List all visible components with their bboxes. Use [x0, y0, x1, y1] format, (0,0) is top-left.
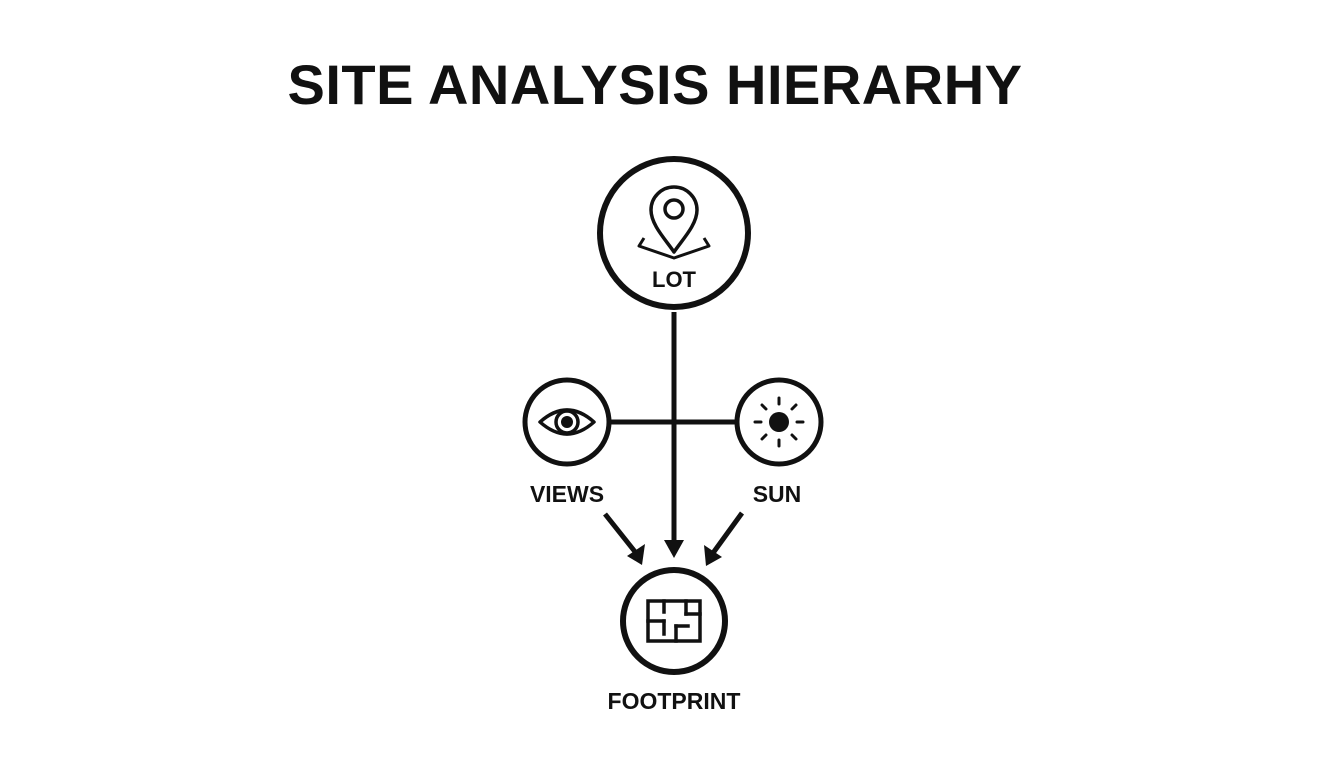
page-title: SITE ANALYSIS HIERARHY [287, 53, 1023, 116]
arrowhead-sun-to-footprint [704, 545, 722, 566]
floor-plan-icon [646, 599, 702, 643]
node-label-lot: LOT [652, 267, 696, 292]
connector-sun-to-footprint [710, 511, 745, 555]
node-footprint [620, 567, 728, 675]
sun-icon [753, 396, 805, 448]
node-label-sun: SUN [752, 481, 802, 507]
connector-views-to-footprint [603, 512, 638, 555]
eye-icon [538, 408, 596, 436]
node-views [522, 377, 612, 467]
arrowhead-lot-to-footprint [664, 540, 684, 558]
arrowhead-views-to-footprint [627, 544, 645, 565]
node-label-views: VIEWS [529, 481, 605, 507]
map-pin-icon [637, 185, 711, 260]
node-label-footprint: FOOTPRINT [607, 688, 741, 714]
node-lot [597, 156, 751, 310]
node-sun [734, 377, 824, 467]
